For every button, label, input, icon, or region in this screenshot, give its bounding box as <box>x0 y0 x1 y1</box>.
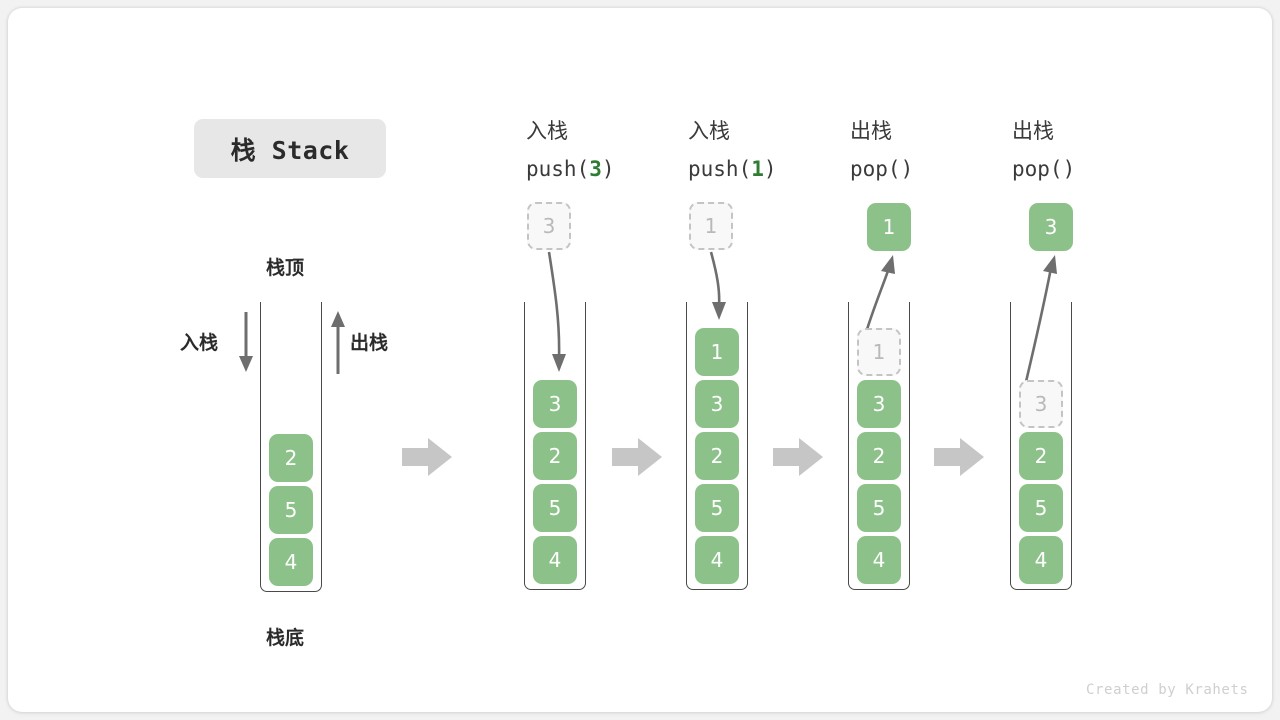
stack-container <box>1010 302 1072 590</box>
step-arrow-icon <box>934 438 984 476</box>
stack-cell: 5 <box>269 486 313 534</box>
stack-container <box>686 302 748 590</box>
step-column-pop-3: 出栈 pop() 3 3 2 5 4 <box>998 112 1118 612</box>
stack-cell-list: 3 2 5 4 <box>533 380 577 584</box>
stack-top-label: 栈顶 <box>266 257 305 279</box>
step-heading-fn: push(3) <box>526 150 615 188</box>
stack-cell-list: 3 2 5 4 <box>1019 380 1063 584</box>
stack-cell: 5 <box>695 484 739 532</box>
fn-suffix: ) <box>763 157 777 181</box>
title-badge: 栈 Stack <box>194 119 386 178</box>
stack-cell: 2 <box>857 432 901 480</box>
step-heading-fn: pop() <box>850 150 913 188</box>
floating-cell: 3 <box>1029 203 1073 251</box>
stack-cell: 3 <box>857 380 901 428</box>
pop-arrow-icon <box>1023 255 1057 387</box>
step-arrow-icon <box>612 438 662 476</box>
floating-cell: 1 <box>689 202 733 250</box>
step-heading-fn: push(1) <box>688 150 777 188</box>
fn-prefix: push( <box>526 157 590 181</box>
left-stack-diagram: 栈顶 入栈 出栈 2 5 4 栈底 <box>168 238 418 658</box>
stack-cell: 4 <box>695 536 739 584</box>
stack-cell: 5 <box>1019 484 1063 532</box>
step-heading-cn: 出栈 <box>1012 119 1054 143</box>
step-heading-cn: 出栈 <box>850 119 892 143</box>
push-arrow-icon <box>547 251 566 372</box>
pop-direction-label: 出栈 <box>350 332 389 354</box>
stack-cell: 2 <box>695 432 739 480</box>
step-column-pop-1: 出栈 pop() 1 1 3 2 5 4 <box>836 112 956 612</box>
stack-cell-list: 1 3 2 5 4 <box>695 328 739 584</box>
step-arrow-icon <box>402 438 452 476</box>
stack-container <box>260 302 322 592</box>
step-column-push-3: 入栈 push(3) 3 3 2 5 4 <box>512 112 632 612</box>
stack-cell: 2 <box>1019 432 1063 480</box>
stack-cell: 5 <box>533 484 577 532</box>
fn-suffix: ) <box>900 157 914 181</box>
stack-cell: 2 <box>533 432 577 480</box>
pop-up-arrow-icon <box>331 311 345 374</box>
stack-cell: 5 <box>857 484 901 532</box>
step-arrow-icon <box>773 438 823 476</box>
push-down-arrow-icon <box>239 312 253 372</box>
stack-cell: 2 <box>269 434 313 482</box>
credit-text: Created by Krahets <box>1086 682 1249 698</box>
diagram-card: 栈 Stack 栈顶 入栈 出栈 2 <box>8 8 1272 712</box>
step-heading-fn: pop() <box>1012 150 1075 188</box>
push-arrow-icon <box>709 251 726 320</box>
stack-cell: 4 <box>1019 536 1063 584</box>
stack-cell: 4 <box>533 536 577 584</box>
stack-container <box>848 302 910 590</box>
floating-cell: 1 <box>867 203 911 251</box>
fn-prefix: pop( <box>850 157 901 181</box>
stack-bottom-label: 栈底 <box>266 627 305 649</box>
title-text: 栈 Stack <box>230 135 350 165</box>
stack-cell: 1 <box>695 328 739 376</box>
stack-cell: 4 <box>269 538 313 586</box>
stack-cell: 3 <box>695 380 739 428</box>
fn-prefix: push( <box>688 157 752 181</box>
step-heading-cn: 入栈 <box>526 119 568 143</box>
fn-suffix: ) <box>1062 157 1076 181</box>
fn-argument: 1 <box>751 157 764 181</box>
stack-cell: 3 <box>533 380 577 428</box>
stack-cell: 4 <box>857 536 901 584</box>
stack-cell-list: 1 3 2 5 4 <box>857 328 901 584</box>
stack-container <box>524 302 586 590</box>
stack-cell: 1 <box>857 328 901 376</box>
floating-cell: 3 <box>527 202 571 250</box>
step-column-push-1: 入栈 push(1) 1 1 3 2 5 4 <box>674 112 794 612</box>
stack-cell: 3 <box>1019 380 1063 428</box>
fn-prefix: pop( <box>1012 157 1063 181</box>
push-direction-label: 入栈 <box>180 332 219 354</box>
fn-argument: 3 <box>589 157 602 181</box>
step-heading-cn: 入栈 <box>688 119 730 143</box>
stack-cell-list: 2 5 4 <box>269 434 313 586</box>
fn-suffix: ) <box>601 157 615 181</box>
